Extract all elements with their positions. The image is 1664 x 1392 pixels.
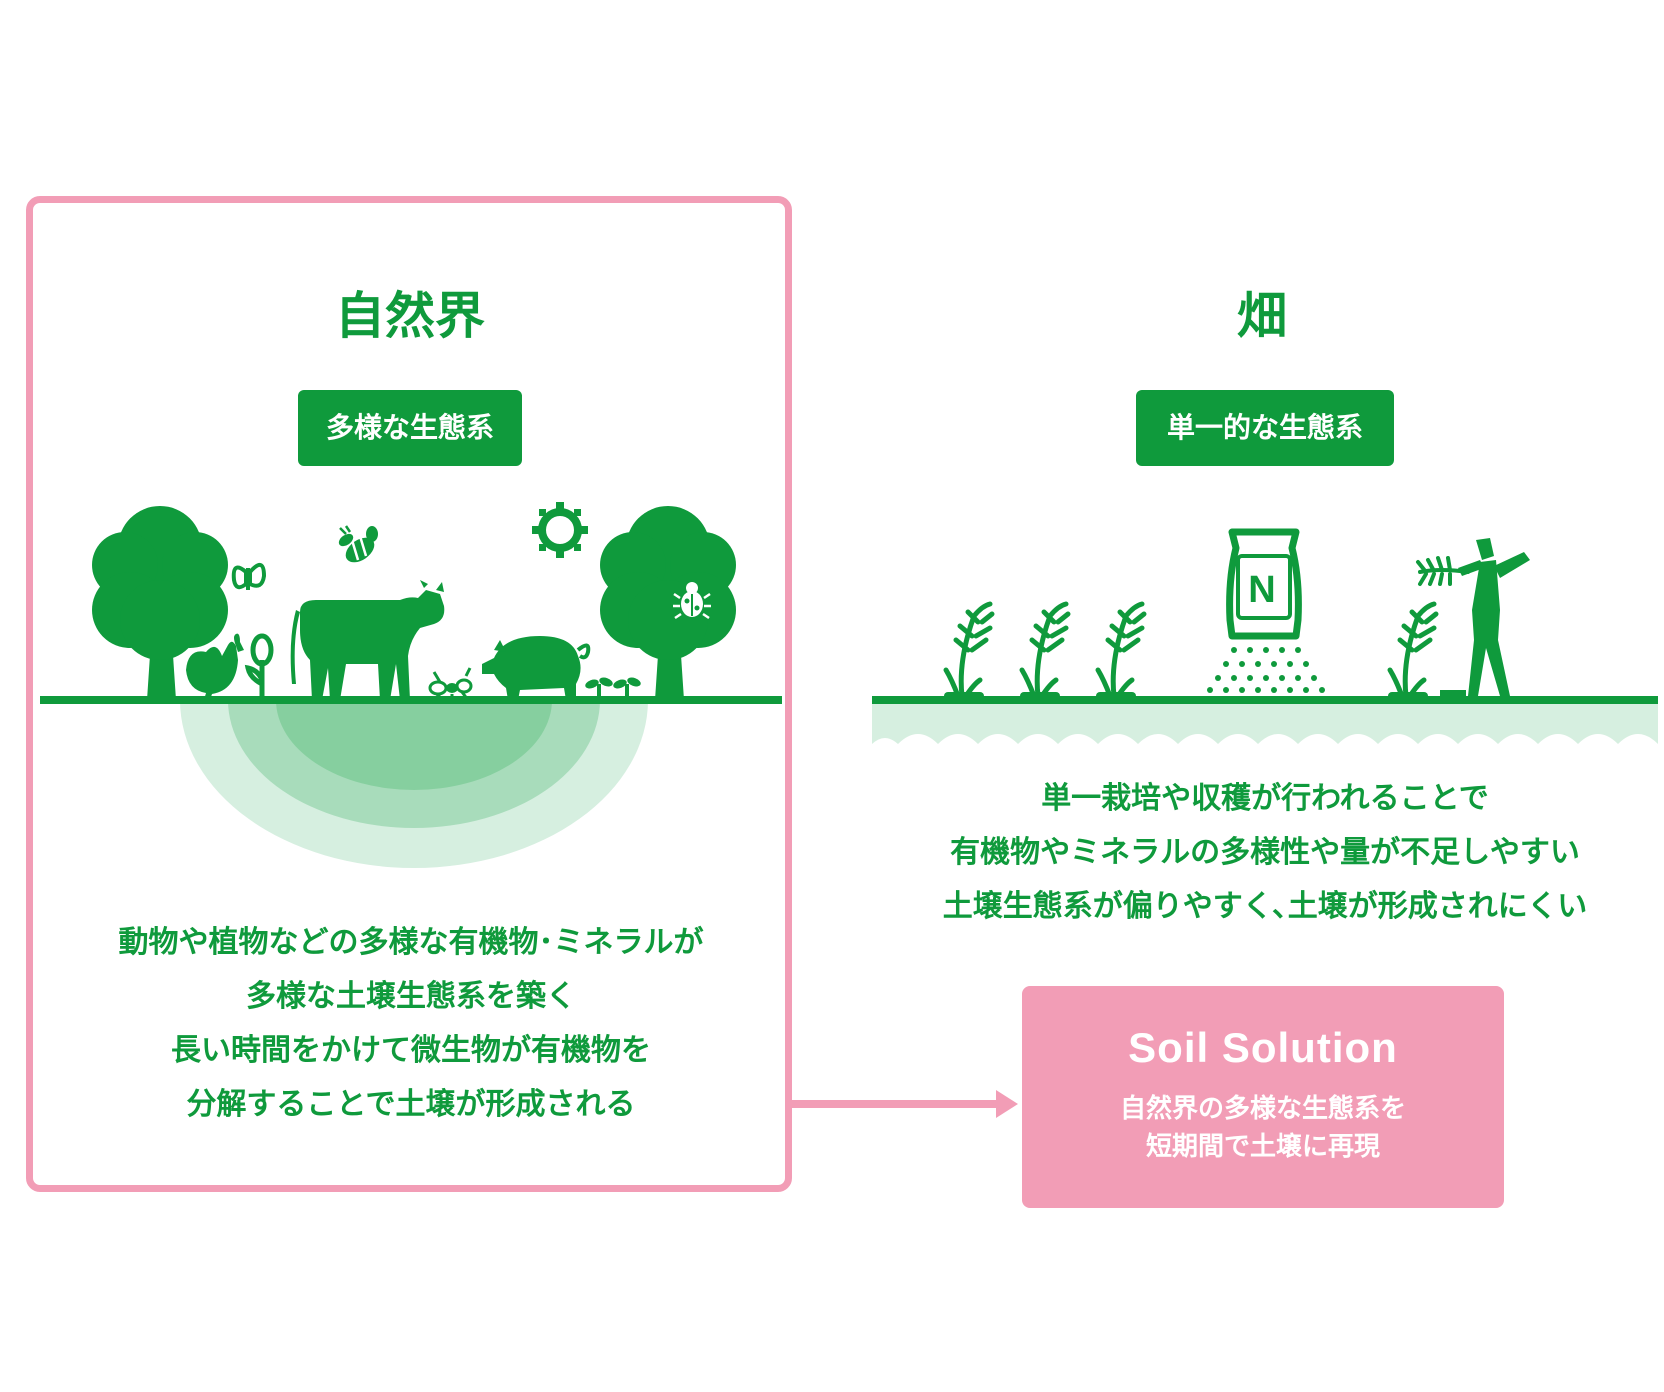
nature-description-line: 分解することで土壌が形成される [186, 1087, 636, 1122]
soil-solution-title: Soil Solution [1128, 1024, 1398, 1071]
soil-solution-subtitle-line: 短期間で土壌に再現 [1145, 1132, 1380, 1162]
field-description-line: 有機物やミネラルの多様性や量が不足しやすい [950, 835, 1580, 870]
nature-ground-line [40, 696, 782, 704]
nature-description-line: 長い時間をかけて微生物が有機物を [171, 1033, 651, 1068]
nature-panel [26, 196, 792, 1192]
field-description-line: 単一栽培や収穫が行われることで [1041, 781, 1489, 816]
rice-plant-icon [1019, 601, 1071, 700]
sun-icon [532, 502, 588, 558]
cow-icon [290, 580, 445, 700]
nature-badge: 多様な生態系 [298, 390, 522, 466]
tree-icon [92, 506, 228, 700]
field-badge: 単一的な生態系 [1136, 390, 1394, 466]
field-description: 単一栽培や収穫が行われることで 有機物やミネラルの多様性や量が不足しやすい 土壌… [872, 772, 1658, 934]
sprout-icon [244, 633, 274, 700]
ant-icon [428, 667, 473, 702]
tree-icon [600, 506, 736, 700]
nature-description: 動物や植物などの多様な有機物･ミネラルが 多様な土壌生態系を築く 長い時間をかけ… [40, 916, 782, 1132]
pig-icon [482, 636, 591, 700]
nature-description-line: 動物や植物などの多様な有機物･ミネラルが [118, 925, 704, 960]
rice-plant-icon [1387, 601, 1439, 700]
bee-icon [338, 525, 378, 563]
fertilizer-bag-icon [1226, 528, 1302, 640]
soil-solution-subtitle: 自然界の多様な生態系を 短期間で土壌に再現 [1022, 1090, 1504, 1166]
nature-title: 自然界 [335, 287, 485, 345]
farmer-icon [1440, 538, 1530, 698]
rice-plant-icon [1416, 556, 1470, 586]
rice-plant-icon [1095, 601, 1147, 700]
soil-layers [180, 700, 648, 868]
chicken-icon [186, 633, 244, 700]
fertilizer-label: N [1248, 569, 1276, 611]
nature-description-line: 多様な土壌生態系を築く [246, 979, 576, 1014]
field-description-line: 土壌生態系が偏りやすく､土壌が形成されにくい [942, 889, 1588, 924]
rice-plant-icon [943, 601, 995, 700]
soil-solution-subtitle-line: 自然界の多様な生態系を [1119, 1094, 1406, 1124]
soil-solution-box: Soil Solution 自然界の多様な生態系を 短期間で土壌に再現 [1022, 986, 1504, 1208]
field-ground-line [872, 696, 1658, 704]
field-title: 畑 [1237, 287, 1287, 345]
butterfly-icon [231, 563, 267, 590]
field-soil [872, 704, 1658, 744]
ladybug-icon [673, 582, 711, 620]
sprout-icon [585, 677, 641, 700]
fertilizer-granules [1207, 647, 1325, 693]
